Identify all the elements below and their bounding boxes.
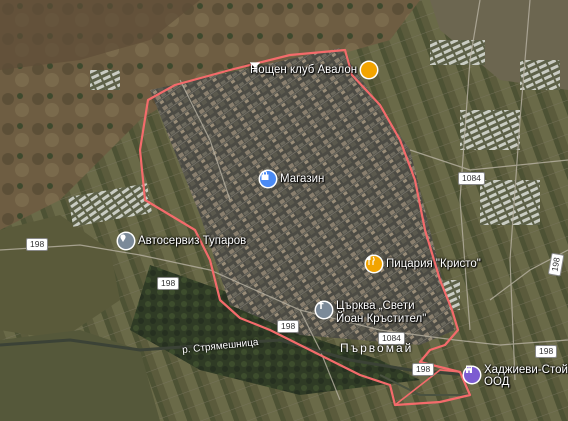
location-pin-icon[interactable] (118, 233, 134, 249)
poi-pizzeria-label: Пицария "Кристо" (386, 258, 481, 270)
poi-nightclub[interactable]: Нощен клуб Авалон (250, 62, 378, 78)
road-shield: 198 (26, 238, 49, 251)
road-shield: 198 (157, 277, 180, 290)
poi-shop[interactable]: Магазин (260, 171, 324, 187)
cross-icon[interactable] (316, 301, 332, 318)
cocktail-icon[interactable] (250, 62, 378, 78)
building-icon[interactable] (464, 365, 480, 383)
poi-shop-label: Магазин (280, 173, 325, 185)
poi-church[interactable]: Църква „Свети Йоан Кръстител" (316, 300, 426, 326)
road-shield: 198 (535, 345, 558, 358)
poi-church-label: Църква „Свети Йоан Кръстител" (336, 300, 427, 325)
poi-company-label: Хаджиеви-Стой ООД (484, 364, 568, 388)
poi-pizzeria[interactable]: Пицария "Кристо" (366, 256, 481, 272)
poi-company[interactable]: Хаджиеви-Стой ООД (464, 364, 568, 388)
poi-nightclub-label: Нощен клуб Авалон (250, 64, 358, 76)
road-shield: 1084 (458, 172, 485, 185)
road-shield: 1084 (378, 332, 405, 345)
road-shield: 198 (277, 320, 300, 333)
town-label: Първомай (340, 341, 414, 355)
poi-autoservice[interactable]: Автосервиз Тупаров (118, 233, 246, 249)
fork-knife-icon[interactable] (366, 256, 382, 272)
road-shield: 198 (412, 363, 435, 376)
poi-autoservice-label: Автосервиз Тупаров (138, 235, 247, 247)
shopping-bag-icon[interactable] (260, 171, 276, 187)
